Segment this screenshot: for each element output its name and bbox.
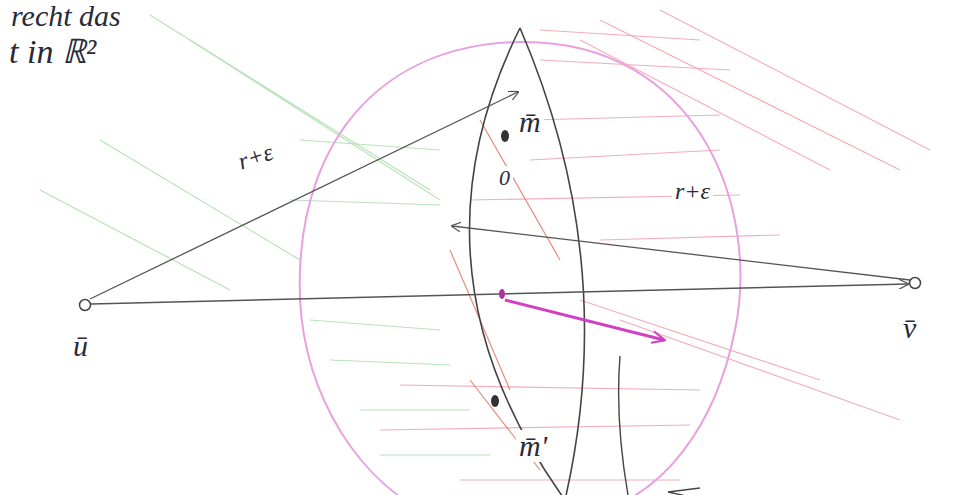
magenta-arrow bbox=[505, 300, 664, 340]
point-m-prime bbox=[491, 395, 499, 407]
point-label: m̄ bbox=[516, 106, 544, 138]
pink-hatching bbox=[380, 10, 930, 480]
radius-arrow bbox=[90, 92, 518, 299]
heading-fragment: recht das bbox=[8, 0, 124, 32]
lens-arc bbox=[469, 28, 565, 495]
heading-fragment: t in ℝ² bbox=[6, 34, 99, 70]
point-u bbox=[80, 300, 91, 311]
pointer-head bbox=[668, 488, 705, 495]
distance-label: r+ε bbox=[672, 178, 713, 204]
center-dot bbox=[499, 289, 505, 299]
distance-label: r+ε bbox=[232, 138, 279, 175]
radius-arrow bbox=[452, 226, 910, 280]
point-label: 0 bbox=[496, 166, 513, 190]
pointer-curve bbox=[619, 356, 628, 495]
point-v bbox=[910, 278, 921, 289]
point-label: m̄' bbox=[516, 430, 550, 462]
base-line bbox=[91, 284, 908, 304]
point-label: ū bbox=[70, 330, 91, 362]
green-hatching bbox=[40, 15, 490, 455]
point-m bbox=[501, 130, 509, 142]
lens-arc bbox=[520, 28, 585, 495]
point-label: v̄ bbox=[900, 312, 919, 344]
